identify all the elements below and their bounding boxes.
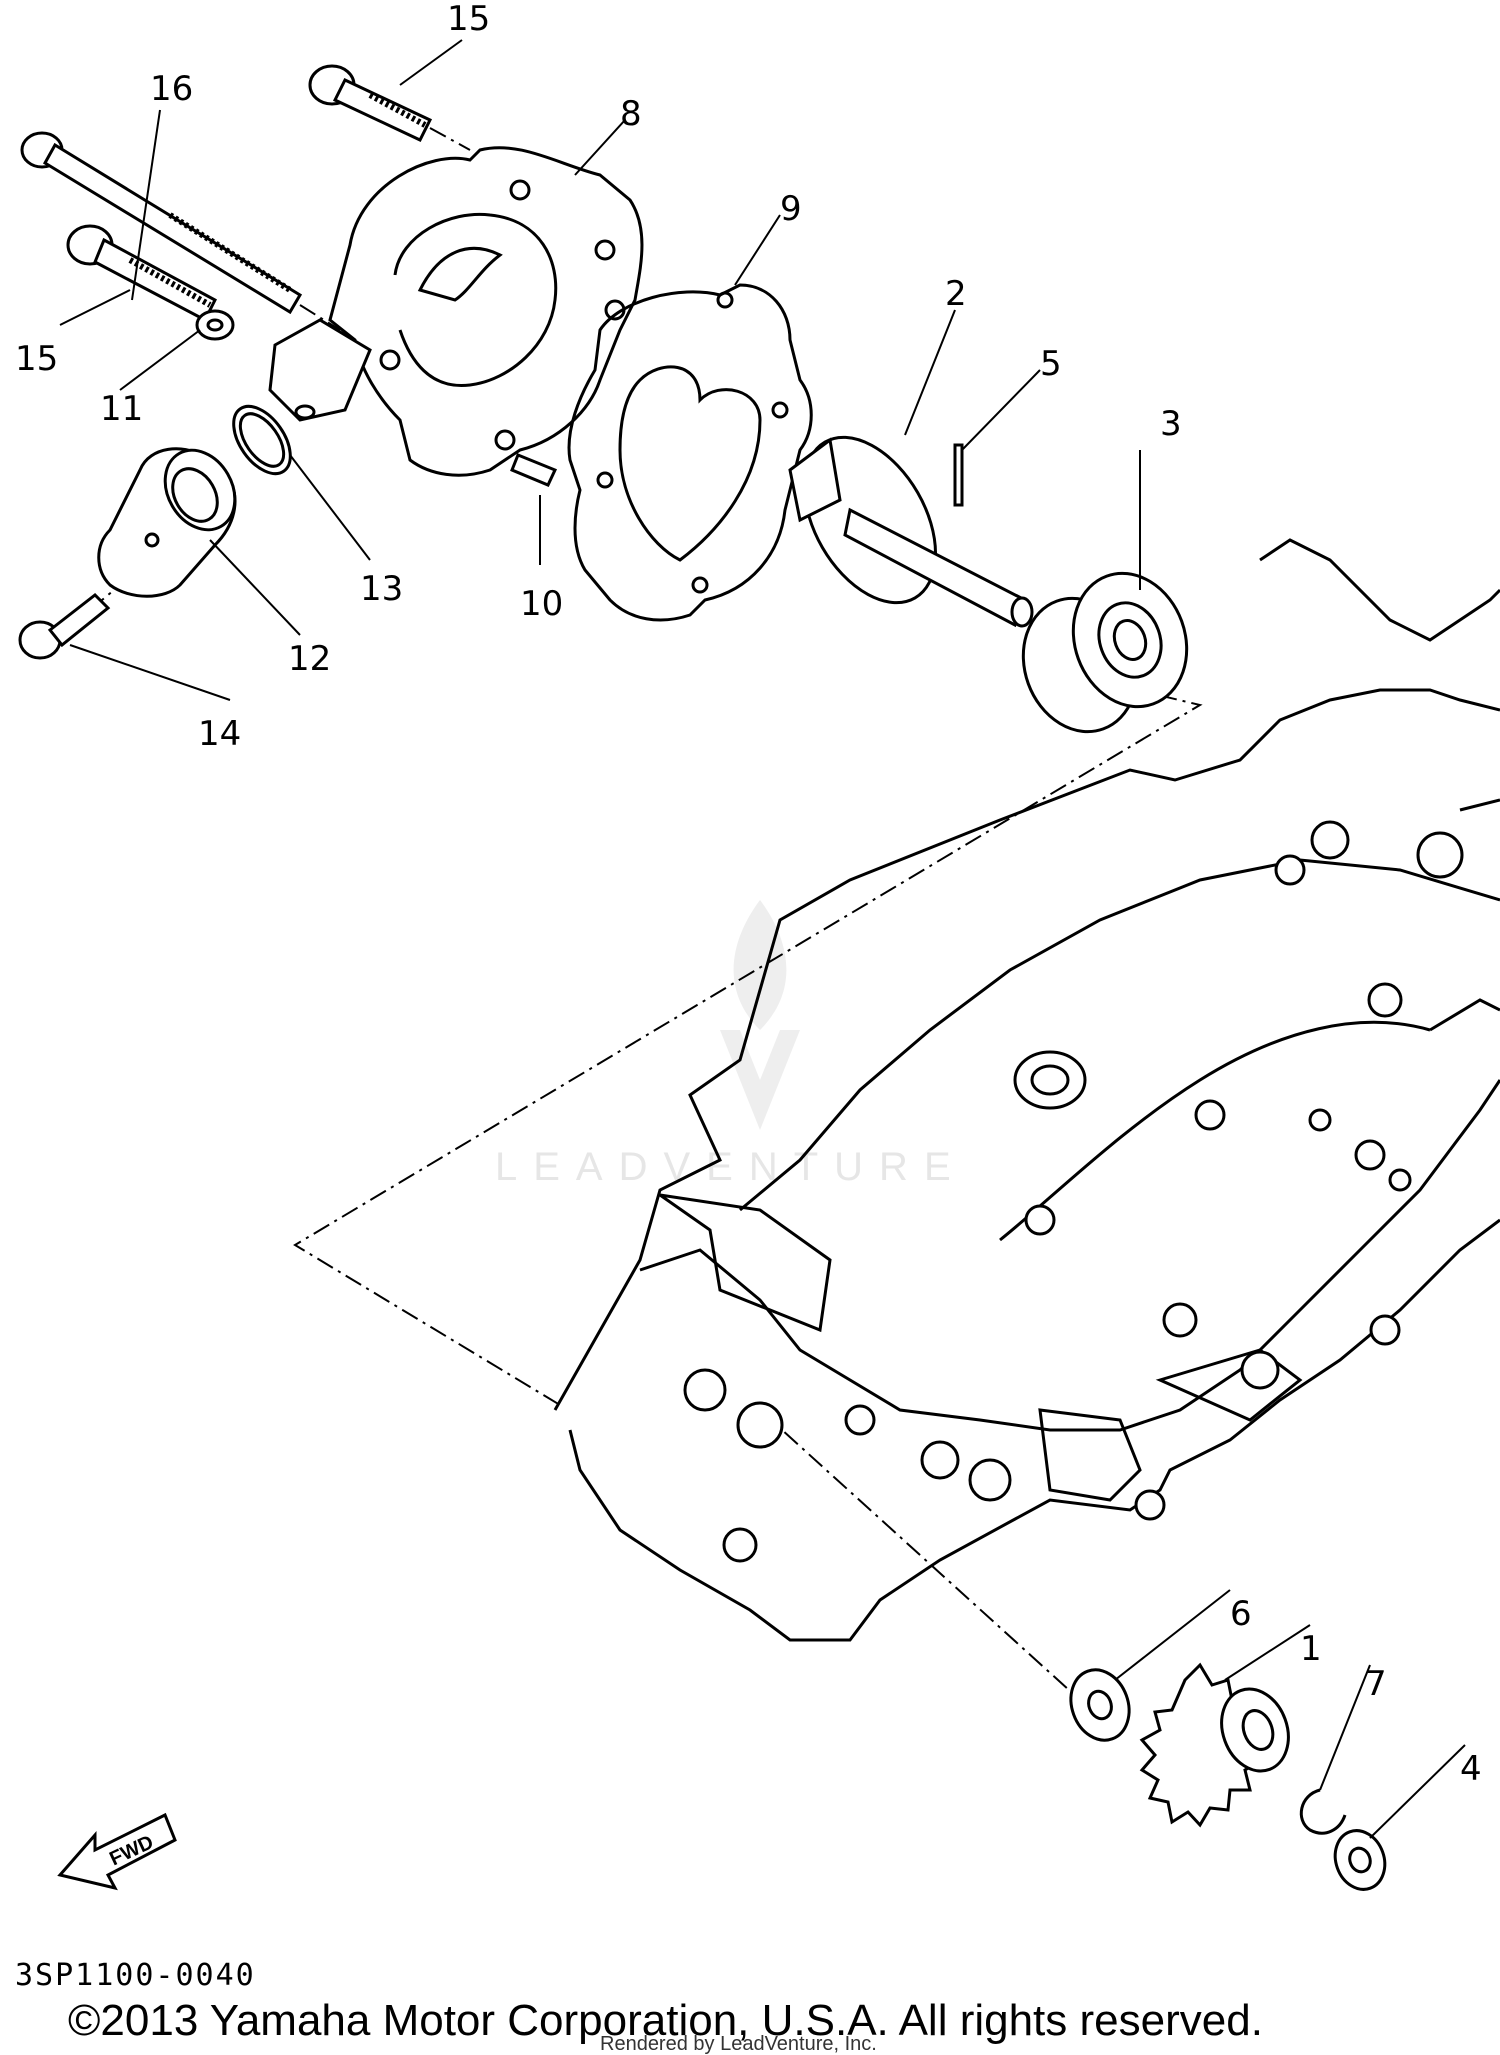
assembly-line-gear-shaft <box>759 1409 1081 1701</box>
part-1-gear <box>1139 1662 1290 1828</box>
assembly-line-bearing-to-case <box>293 679 1203 1406</box>
part-7-circlip <box>1299 1788 1347 1835</box>
crankcase-hole <box>1162 1302 1198 1338</box>
callout-6: 6 <box>1230 1594 1252 1634</box>
part-13-o-ring <box>232 404 292 476</box>
crankcase-hole <box>1024 1204 1056 1236</box>
part-14-bolt <box>18 593 111 660</box>
diagram-code: 3SP1100-0040 <box>15 1958 256 1993</box>
crankcase-hole <box>1354 1139 1386 1171</box>
fwd-arrow: FWD <box>57 1812 177 1891</box>
part-6-washer <box>1069 1668 1131 1742</box>
crankcase-hole <box>1134 1489 1166 1521</box>
callout-15-upper: 15 <box>447 0 490 39</box>
callout-2: 2 <box>945 274 967 314</box>
callout-1: 1 <box>1300 1629 1322 1669</box>
crankcase-hole <box>1194 1099 1226 1131</box>
callout-12: 12 <box>288 639 331 679</box>
part-12-elbow-fitting <box>97 447 237 598</box>
part-2-impeller-shaft <box>788 435 1034 628</box>
part-4-washer <box>1333 1829 1387 1891</box>
crankcase-hole <box>722 1527 758 1563</box>
callout-13: 13 <box>360 569 403 609</box>
part-15-bolt-upper <box>308 64 433 142</box>
callout-3: 3 <box>1160 404 1182 444</box>
callout-7: 7 <box>1365 1664 1387 1704</box>
copyright-notice: ©2013 Yamaha Motor Corporation, U.S.A. A… <box>68 1996 1263 2045</box>
callout-10: 10 <box>520 584 563 624</box>
crankcase-hole <box>920 1440 960 1480</box>
part-11-washer <box>195 309 235 341</box>
part-15-bolt-lower <box>66 224 217 323</box>
rendered-by-notice: Rendered by LeadVenture, Inc. <box>600 2033 877 2055</box>
crankcase <box>553 538 1500 1642</box>
callout-14: 14 <box>198 714 241 754</box>
crankcase-hole <box>1274 854 1306 886</box>
part-8-pump-housing <box>268 146 644 477</box>
callout-labels: 15 16 8 9 2 5 3 15 11 13 10 12 14 6 1 7 … <box>15 0 1482 1789</box>
callout-5: 5 <box>1040 344 1062 384</box>
callout-9: 9 <box>780 189 802 229</box>
crankcase-hole <box>1013 1050 1087 1110</box>
part-9-gasket <box>567 283 813 622</box>
crankcase-hole <box>1388 1168 1412 1192</box>
crankcase-holes <box>683 820 1464 1563</box>
crankcase-hole <box>1240 1350 1280 1390</box>
part-3-bearing <box>1021 571 1189 734</box>
part-16-long-bolt <box>20 131 303 315</box>
callout-11: 11 <box>100 389 143 429</box>
part-10-dowel-pin <box>510 453 558 487</box>
leader-lines <box>59 39 1466 1839</box>
crankcase-hole <box>1367 982 1403 1018</box>
callout-4: 4 <box>1460 1749 1482 1789</box>
crankcase-hole <box>1369 1314 1401 1346</box>
assembly-line-bolt-16 <box>299 304 341 331</box>
assembly-lines <box>89 127 1203 1701</box>
callout-8: 8 <box>620 94 642 134</box>
crankcase-hole <box>1416 831 1464 879</box>
leadventure-watermark: LEADVENTURE <box>495 900 967 1189</box>
part-5-pin <box>953 443 964 507</box>
crankcase-hole <box>1308 1108 1332 1132</box>
crankcase-hole <box>968 1458 1012 1502</box>
assembly-line-bolt-15-upper <box>429 127 471 151</box>
fwd-arrow-icon <box>57 1812 177 1891</box>
watermark-text: LEADVENTURE <box>495 1145 967 1189</box>
crankcase-hole <box>1310 820 1350 860</box>
callout-15-lower: 15 <box>15 339 58 379</box>
crankcase-hole <box>844 1404 876 1436</box>
callout-16: 16 <box>150 69 193 109</box>
crankcase-hole <box>683 1368 727 1412</box>
crankcase-hole <box>736 1401 784 1449</box>
watermark-flame-icon <box>720 900 800 1130</box>
